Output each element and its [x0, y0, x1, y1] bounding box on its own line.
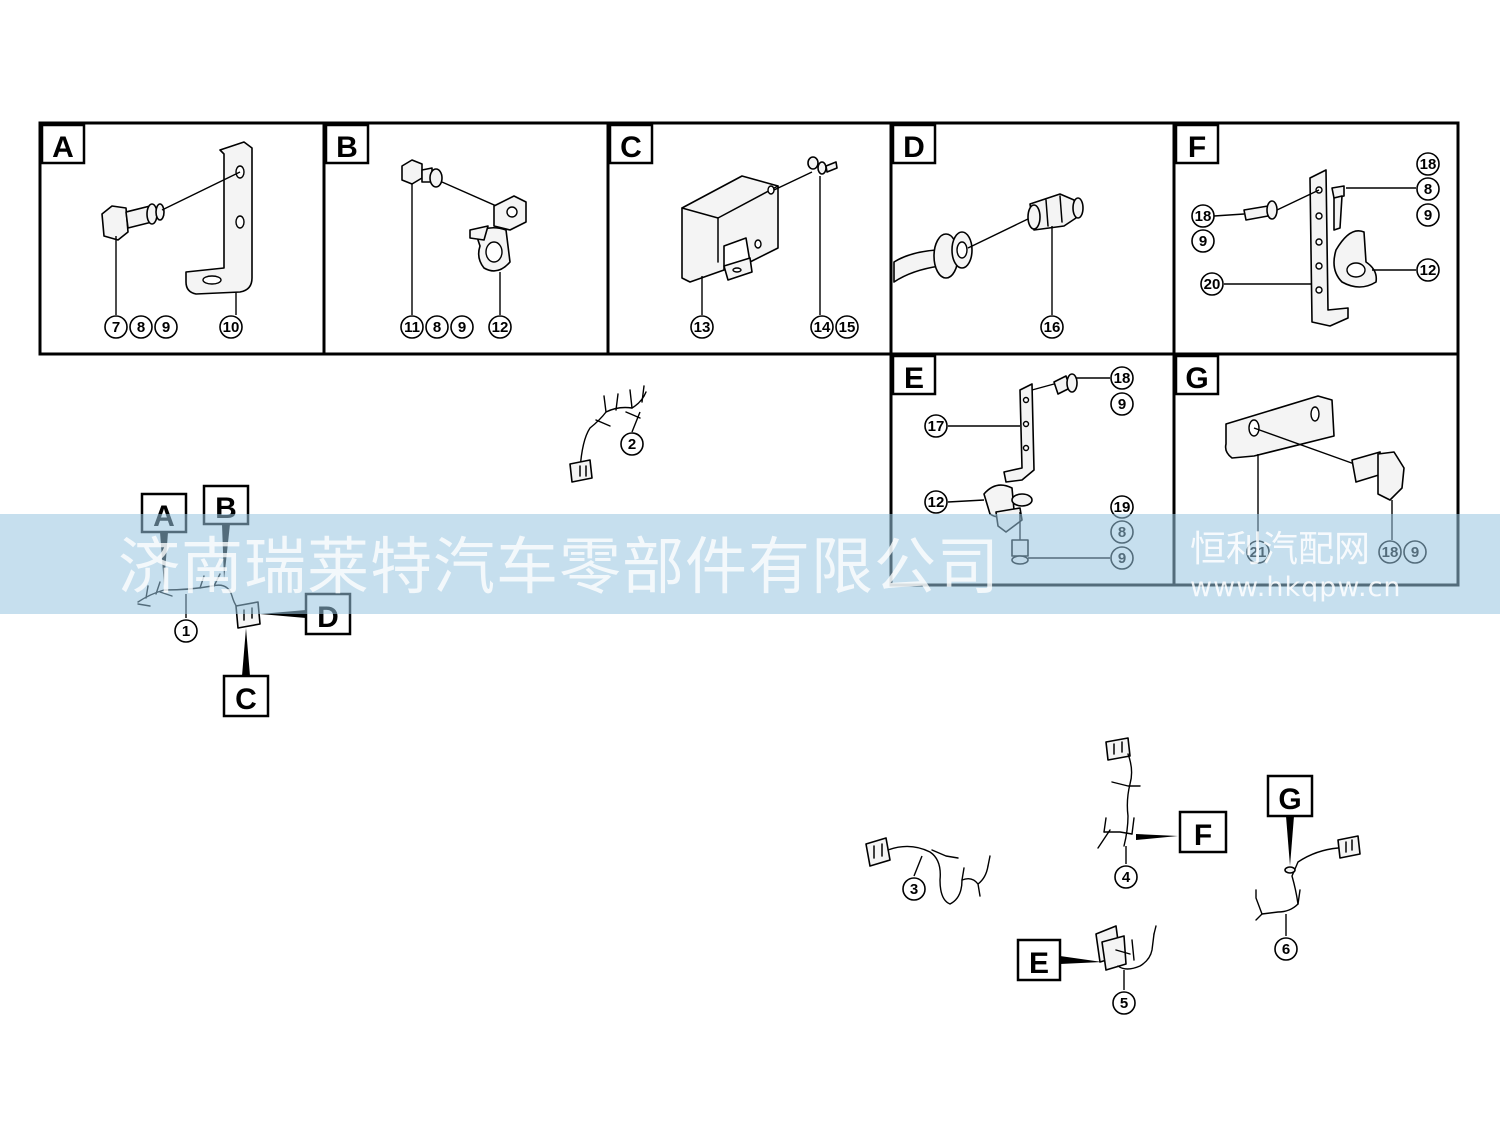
harness-assembly-5: 5 E	[1016, 925, 1157, 1015]
callout-6: 6	[1282, 941, 1290, 958]
callout-9-f: 9	[1424, 207, 1432, 224]
tag-g: G	[1278, 783, 1301, 816]
panel-b-letter: B	[336, 131, 358, 164]
callout-16: 16	[1044, 319, 1061, 336]
panel-d-letter: D	[903, 131, 925, 164]
panel-f: F 18 8 9 18 9 20 12	[1174, 123, 1440, 327]
callout-12-e: 12	[928, 494, 945, 511]
tag-a: A	[153, 500, 175, 533]
callout-2: 2	[628, 436, 636, 453]
callout-9-b: 9	[458, 319, 466, 336]
callout-11: 11	[404, 319, 420, 336]
callout-13: 13	[694, 319, 711, 336]
panel-a: A 7 8 9 10	[40, 123, 253, 339]
callout-9: 9	[162, 319, 170, 336]
callout-14: 14	[814, 319, 831, 336]
harness-assembly-1: 1 A B C D	[137, 484, 352, 718]
panel-f-letter: F	[1188, 131, 1206, 164]
callout-7: 7	[112, 319, 120, 336]
callout-12-f: 12	[1420, 262, 1437, 279]
callout-4: 4	[1122, 869, 1131, 886]
tag-b: B	[215, 492, 237, 525]
callout-8: 8	[137, 319, 145, 336]
callout-5: 5	[1120, 995, 1128, 1012]
callout-9-f-left: 9	[1199, 233, 1207, 250]
tag-e: E	[1029, 947, 1049, 980]
callout-1: 1	[182, 623, 190, 640]
panel-c: C 13 14 15	[608, 123, 859, 339]
callout-18-f-left: 18	[1195, 208, 1212, 225]
tag-d: D	[317, 601, 339, 634]
callout-18-f: 18	[1420, 156, 1437, 173]
callout-3: 3	[910, 881, 918, 898]
callout-8-b: 8	[433, 319, 441, 336]
callout-19: 19	[1114, 499, 1131, 516]
callout-10: 10	[223, 319, 240, 336]
harness-assembly-4: F 4	[1097, 737, 1228, 889]
harness-assembly-2: 2	[569, 385, 647, 483]
callout-15: 15	[839, 319, 856, 336]
tag-f: F	[1194, 819, 1212, 852]
callout-8-e: 8	[1118, 524, 1126, 541]
panel-b-frame	[322, 121, 610, 356]
callout-17: 17	[928, 418, 945, 435]
panel-d: D 16	[891, 123, 1084, 339]
callout-9-e-top: 9	[1118, 396, 1126, 413]
panel-b: B 11 8 9 12	[324, 123, 527, 339]
panel-a-frame	[38, 121, 326, 356]
panel-g-letter: G	[1185, 362, 1208, 395]
callout-9-g: 9	[1411, 544, 1419, 561]
callout-21: 21	[1250, 544, 1267, 561]
harness-assembly-3: 3	[865, 837, 991, 905]
callout-12-b: 12	[492, 319, 509, 336]
harness-assembly-6: G 6	[1255, 774, 1361, 961]
callout-8-f: 8	[1424, 181, 1432, 198]
tag-c: C	[235, 683, 257, 716]
callout-20: 20	[1204, 276, 1221, 293]
callout-18-g: 18	[1382, 544, 1399, 561]
panel-a-letter: A	[52, 131, 74, 164]
callout-9-e: 9	[1118, 550, 1126, 567]
panel-e-letter: E	[904, 362, 924, 395]
panel-c-letter: C	[620, 131, 642, 164]
callout-18-e: 18	[1114, 370, 1131, 387]
